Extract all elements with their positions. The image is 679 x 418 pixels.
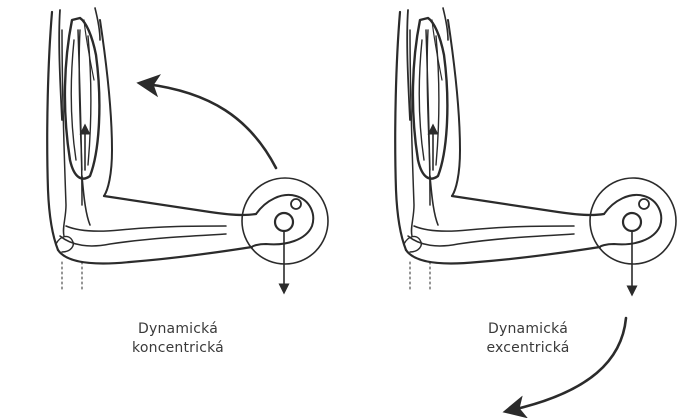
arm-illustration-eccentric [395, 8, 676, 292]
caption-concentric-line1: Dynamická [98, 320, 258, 339]
caption-eccentric-line2: excentrická [448, 339, 608, 358]
caption-concentric-line2: koncentrická [98, 339, 258, 358]
caption-eccentric-line1: Dynamická [448, 320, 608, 339]
caption-concentric: Dynamická koncentrická [98, 320, 258, 358]
motion-arrow-up [146, 84, 276, 168]
arm-illustration-concentric [47, 8, 328, 292]
caption-eccentric: Dynamická excentrická [448, 320, 608, 358]
